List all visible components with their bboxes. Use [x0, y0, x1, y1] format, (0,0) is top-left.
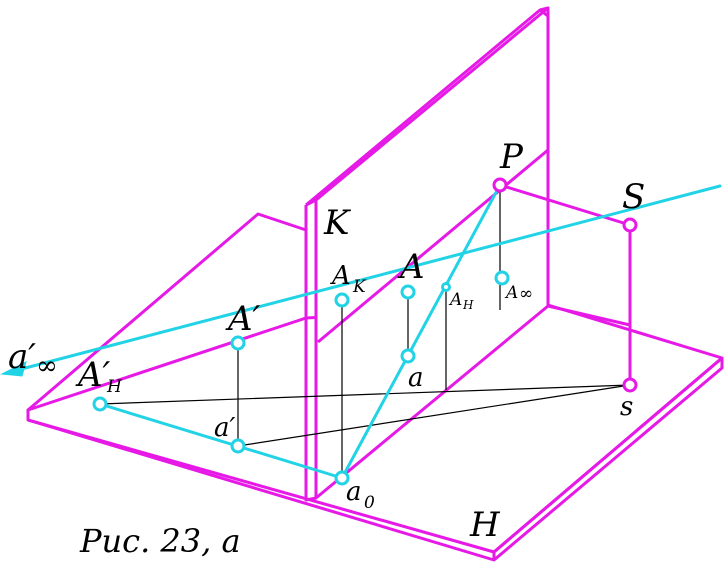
label-k: K — [323, 203, 352, 243]
label-s-lower: s — [620, 392, 633, 422]
label-a-h: A — [448, 290, 462, 310]
arrow-head — [0, 361, 27, 377]
point-a-prime — [230, 335, 246, 351]
label-a-lower: a — [408, 363, 424, 393]
label-s: S — [622, 177, 645, 217]
point-s-lower — [622, 377, 638, 393]
label-a-prime-lower: a′ — [214, 413, 236, 443]
label-p: P — [499, 137, 524, 177]
label-a-inf: A — [504, 283, 518, 303]
label-a-k-sub: K — [352, 277, 367, 297]
point-a0 — [334, 470, 350, 486]
label-a0: a — [346, 477, 362, 507]
point-a-h — [441, 282, 451, 292]
label-a0-sub: 0 — [364, 493, 375, 513]
line-a-prime-to-s — [8, 184, 722, 374]
figure-caption: Рис. 23, а — [79, 522, 241, 560]
label-a-prime-h: A′ — [75, 355, 111, 395]
point-a-k — [334, 292, 350, 308]
projection-lines — [0, 183, 722, 480]
point-a-prime-lower — [230, 438, 246, 454]
label-a-inf-sub2: ∞ — [519, 284, 533, 304]
point-s — [622, 217, 638, 233]
label-a-h-sub: H — [462, 298, 474, 312]
point-a-prime-h — [92, 396, 108, 412]
label-a-k: A — [330, 261, 351, 291]
points — [92, 177, 638, 486]
construction-lines — [99, 185, 631, 478]
point-a-lower — [400, 348, 416, 364]
label-a-inf-sub: ∞ — [36, 351, 58, 381]
line-a0-to-p — [340, 183, 502, 480]
point-p — [492, 177, 508, 193]
label-a-prime: A′ — [225, 299, 261, 339]
label-a: A — [397, 247, 425, 287]
right-plane-p — [317, 148, 632, 385]
line-a-prime-h-to-a0 — [98, 402, 344, 480]
labels: P S s K H A a A′ a′ a′ ∞ A K A H A ∞ A′ … — [8, 137, 645, 545]
label-h: H — [469, 505, 501, 545]
point-a — [400, 284, 416, 300]
label-a-inf-prime: a′ — [8, 337, 36, 377]
point-a-inf — [494, 270, 510, 286]
label-a-prime-h-sub: H — [106, 377, 123, 397]
